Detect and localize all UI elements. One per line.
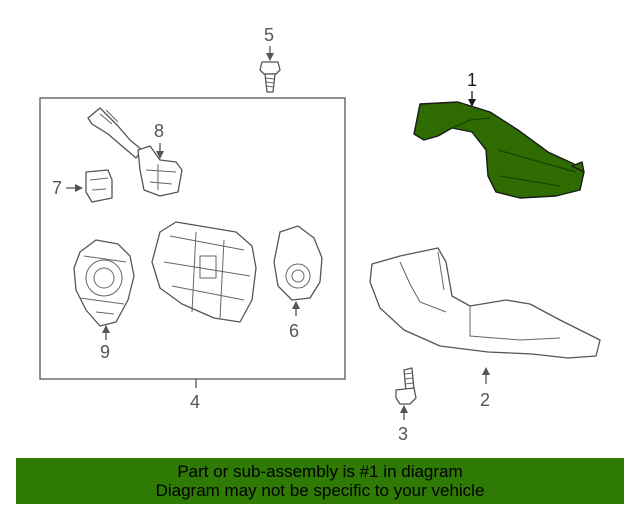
banner-line-2: Diagram may not be specific to your vehi… — [155, 481, 485, 500]
callout-2: 2 — [480, 390, 490, 410]
part-9-clockspring[interactable]: 9 — [73, 239, 135, 362]
callout-3: 3 — [398, 424, 408, 444]
part-1-upper-shroud[interactable]: 1 — [413, 70, 585, 199]
part-6-sensor[interactable]: 6 — [273, 225, 323, 341]
callout-7: 7 — [52, 178, 62, 198]
part-7-switch[interactable]: 7 — [52, 169, 113, 203]
parts-diagram: 5 4 8 7 9 — [39, 25, 601, 444]
callout-5: 5 — [264, 25, 274, 45]
steering-column-control-module[interactable] — [151, 221, 257, 323]
part-3-bolt[interactable]: 3 — [395, 367, 417, 444]
callout-4: 4 — [190, 392, 200, 412]
banner-line-1: Part or sub-assembly is #1 in diagram — [177, 462, 463, 481]
callout-1: 1 — [467, 70, 477, 90]
part-2-lower-shroud[interactable]: 2 — [369, 247, 601, 410]
callout-9: 9 — [100, 342, 110, 362]
part-5-bolt[interactable]: 5 — [259, 25, 281, 93]
part-8-multifunction-switch[interactable]: 8 — [87, 107, 183, 197]
part-4-switch-assembly-box[interactable]: 4 — [39, 97, 346, 412]
callout-8: 8 — [154, 121, 164, 141]
callout-6: 6 — [289, 321, 299, 341]
info-banner: Part or sub-assembly is #1 in diagram Di… — [16, 458, 624, 504]
